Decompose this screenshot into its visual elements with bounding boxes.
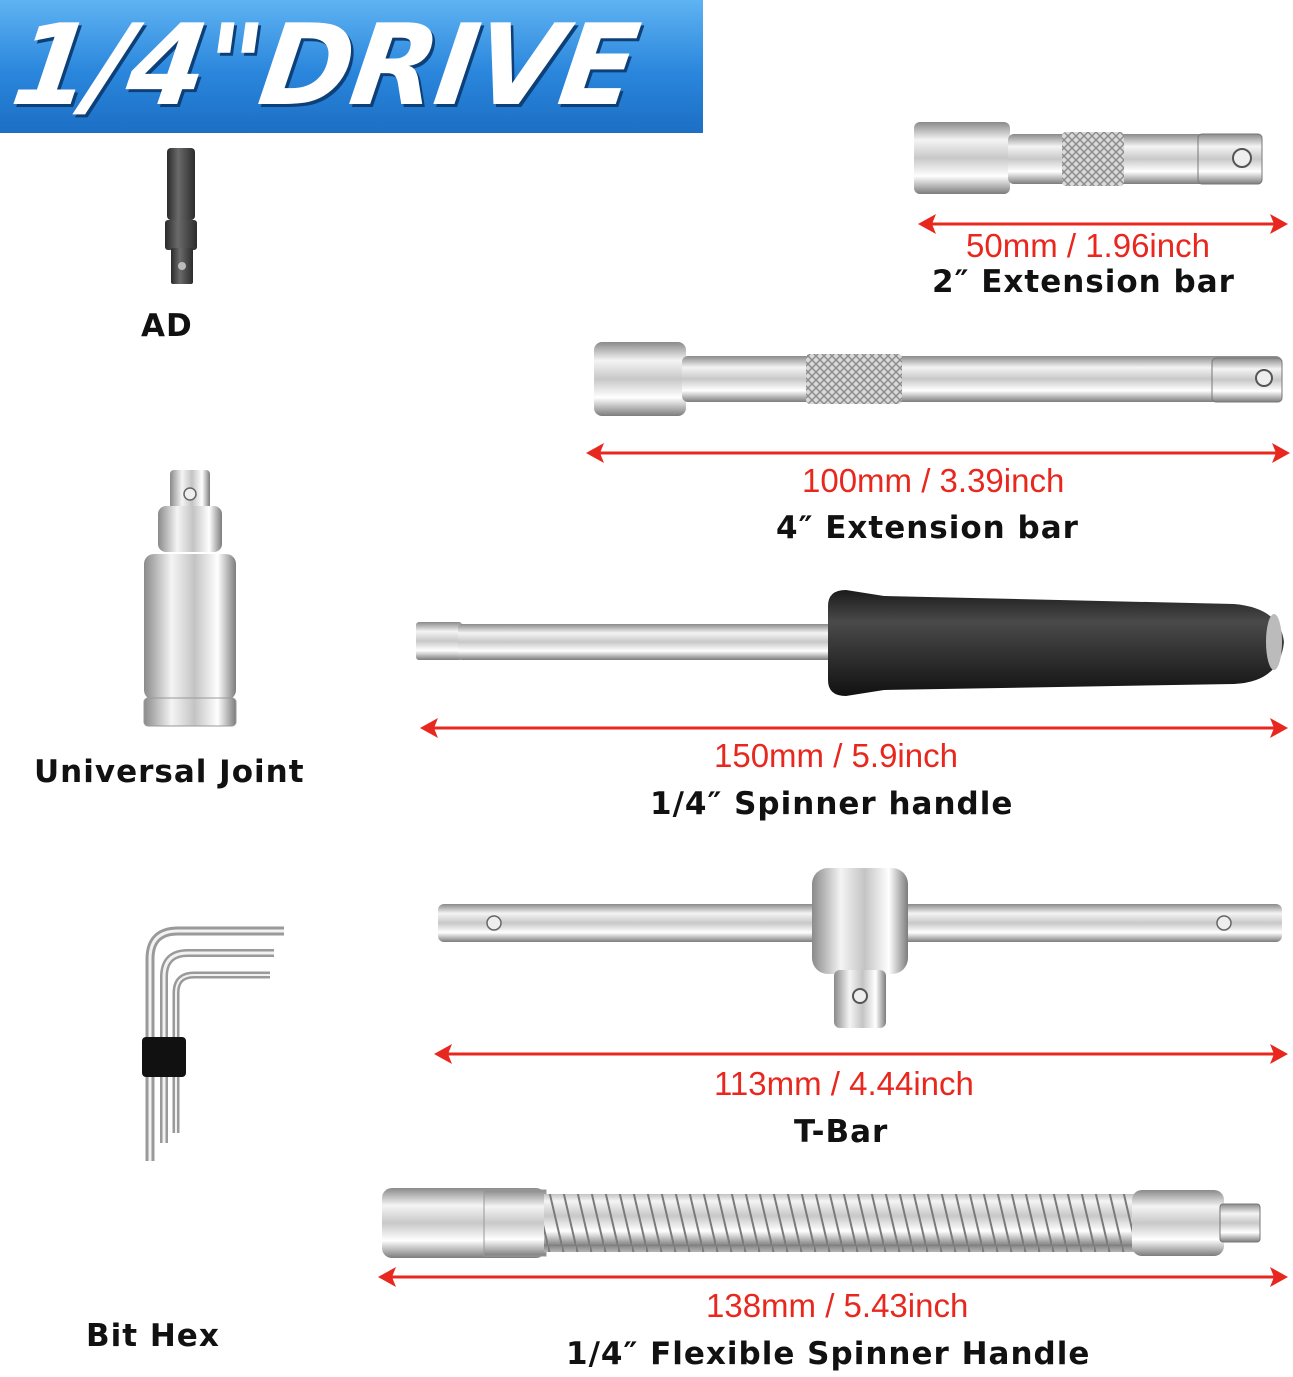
flexible-spinner-handle-image [380,1186,1264,1262]
measure-text-tbar: 113mm / 4.44inch [714,1065,974,1102]
banner-title: 1/4"DRIVE [4,1,645,131]
extension-bar-4in-label: 4″ Extension bar [776,510,1079,546]
universal-joint-label: Universal Joint [34,754,305,790]
bit-hex-image [134,925,294,1175]
measure-text-2in: 50mm / 1.96inch [966,227,1210,264]
spinner-handle-image [414,586,1290,700]
ad-label: AD [141,308,193,344]
t-bar-label: T-Bar [794,1114,889,1150]
measure-arrow-4in [584,441,1292,465]
extension-bar-2in-label: 2″ Extension bar [932,264,1235,300]
ad-adapter-image [163,148,199,288]
measure-text-flex: 138mm / 5.43inch [706,1287,969,1324]
measure-arrow-flex [376,1265,1290,1289]
spinner-handle-label: 1/4″ Spinner handle [650,786,1014,822]
bit-hex-label: Bit Hex [86,1318,220,1354]
measure-text-spinner: 150mm / 5.9inch [714,737,958,774]
universal-joint-image [138,470,242,730]
t-bar-image [436,866,1286,1036]
extension-bar-2in-image [912,116,1268,200]
measure-text-4in: 100mm / 3.39inch [802,462,1065,499]
title-banner: 1/4"DRIVE [0,0,703,133]
measure-arrow-spinner [418,716,1290,740]
extension-bar-4in-image [592,340,1288,420]
flexible-spinner-handle-label: 1/4″ Flexible Spinner Handle [566,1336,1091,1372]
measure-arrow-tbar [432,1042,1290,1066]
measure-arrow-2in [916,212,1290,236]
